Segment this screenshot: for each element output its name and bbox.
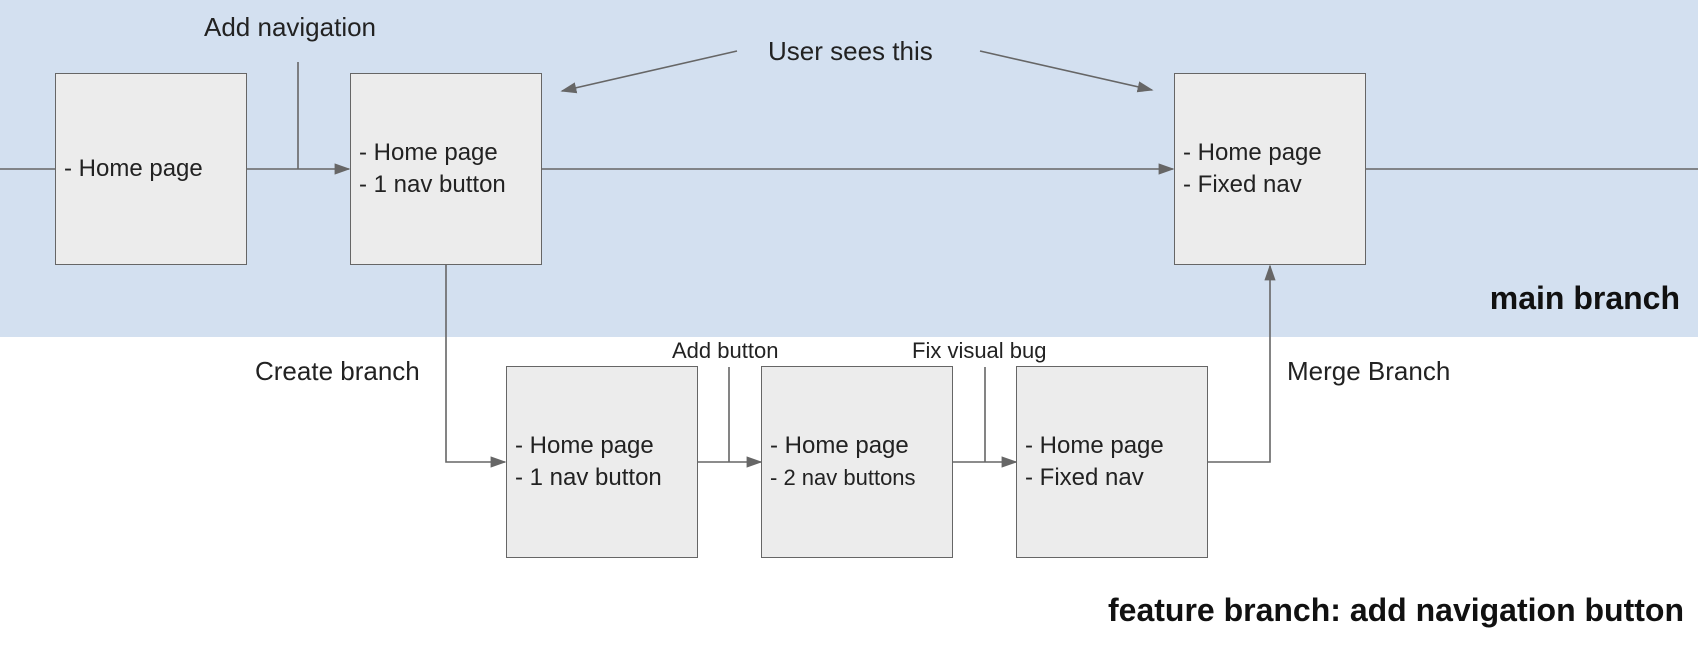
commit-line: - Home page [1025, 432, 1164, 459]
commit-line: - Home page [64, 155, 203, 182]
feature-commit-2: - Home page - 2 nav buttons [761, 366, 953, 558]
commit-line: - Fixed nav [1183, 171, 1302, 198]
create-branch-arrow [445, 264, 507, 468]
user-sees-arrow-left [560, 50, 738, 94]
create-branch-label: Create branch [255, 356, 420, 386]
user-sees-arrow-right [979, 50, 1154, 93]
commit-line: - 2 nav buttons [770, 465, 916, 490]
feature-commit-3: - Home page - Fixed nav [1016, 366, 1208, 558]
merge-branch-label: Merge Branch [1287, 356, 1451, 386]
commit-line: - Home page [359, 139, 498, 166]
main-branch-label: main branch [1489, 280, 1680, 316]
feature-branch-label: feature branch: add navigation button [1107, 592, 1684, 628]
fix-visual-bug-label: Fix visual bug [912, 338, 1047, 363]
commit-line: - Home page [1183, 139, 1322, 166]
add-button-label: Add button [672, 338, 779, 363]
commit-line: - Home page [515, 432, 654, 459]
commit-line: - 1 nav button [515, 464, 662, 491]
feature-commit-1: - Home page - 1 nav button [506, 366, 698, 558]
merge-branch-arrow [1208, 264, 1276, 463]
user-sees-this-label: User sees this [768, 36, 933, 66]
commit-line: - Fixed nav [1025, 464, 1144, 491]
main-commit-1: - Home page [55, 73, 247, 265]
main-commit-2: - Home page - 1 nav button [350, 73, 542, 265]
commit-line: - Home page [770, 432, 909, 459]
commit-line: - 1 nav button [359, 171, 506, 198]
main-commit-3: - Home page - Fixed nav [1174, 73, 1366, 265]
add-navigation-label: Add navigation [204, 12, 377, 42]
